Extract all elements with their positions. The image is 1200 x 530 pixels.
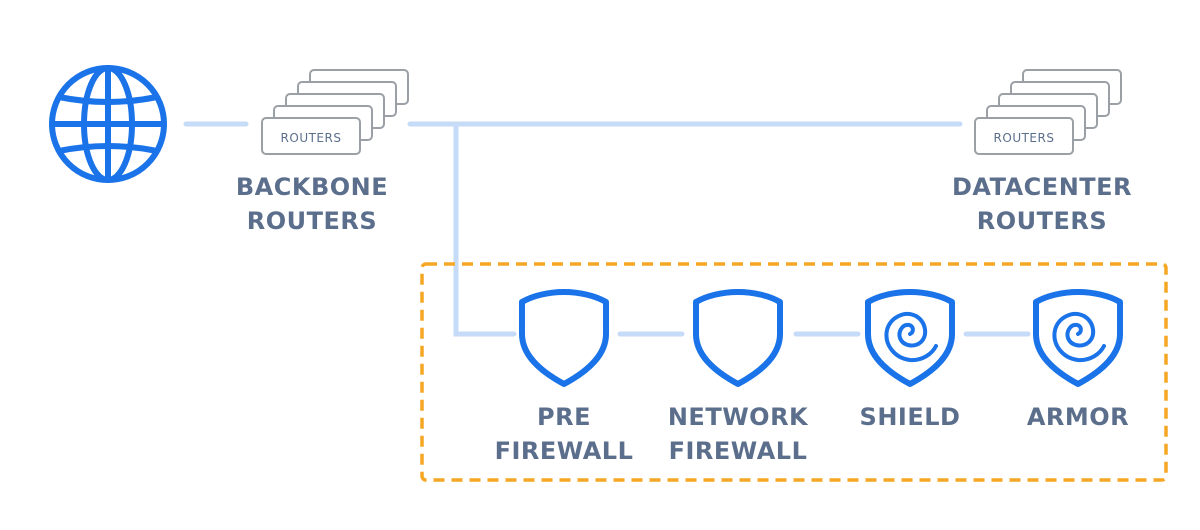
protection-group-border (420, 262, 1168, 482)
shield-icon (696, 292, 780, 384)
network-firewall-line1: NETWORK (667, 403, 809, 431)
pre-firewall-line2: FIREWALL (494, 437, 634, 465)
pre-firewall-line1: PRE (537, 403, 591, 431)
datacenter-routers-label: DATACENTER ROUTERS (932, 170, 1152, 238)
router-stack-icon: ROUTERS (974, 69, 1122, 155)
backbone-router-label: ROUTERS (281, 131, 342, 145)
backbone-title-line2: ROUTERS (246, 207, 378, 235)
network-firewall-line2: FIREWALL (668, 437, 808, 465)
shield-label: SHIELD (840, 400, 980, 434)
armor-label: ARMOR (1008, 400, 1148, 434)
pre-firewall-label: PRE FIREWALL (484, 400, 644, 468)
connectors (183, 121, 1031, 337)
backbone-routers-label: BACKBONE ROUTERS (212, 170, 412, 238)
router-stack-icon: ROUTERS (261, 69, 409, 155)
shield-line1: SHIELD (859, 403, 961, 431)
backbone-title-line1: BACKBONE (235, 173, 389, 201)
armor-line1: ARMOR (1026, 403, 1130, 431)
datacenter-router-label: ROUTERS (994, 131, 1055, 145)
connector-branch-to-pipeline (453, 121, 517, 337)
network-firewall-label: NETWORK FIREWALL (658, 400, 818, 468)
shield-swirl-icon (1036, 292, 1120, 384)
shield-icon (522, 292, 606, 384)
datacenter-title-line2: ROUTERS (976, 207, 1108, 235)
datacenter-title-line1: DATACENTER (951, 173, 1133, 201)
globe-icon (49, 65, 167, 183)
shield-swirl-icon (868, 292, 952, 384)
